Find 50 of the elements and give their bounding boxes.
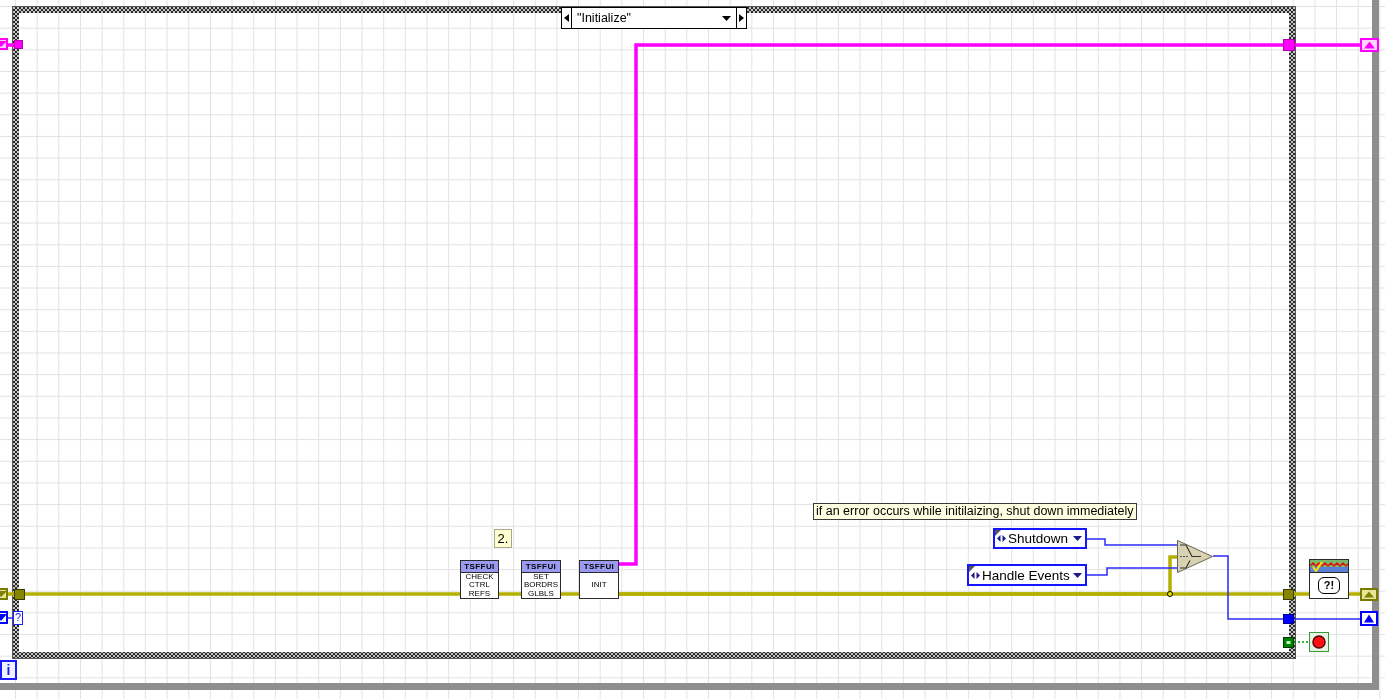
subvi-label: SET BORDRS GLBLS — [522, 573, 560, 598]
error-symbol: ?! — [1318, 577, 1340, 594]
select-function — [1177, 540, 1213, 573]
wire — [1295, 43, 1360, 47]
shift-register — [0, 588, 8, 600]
tunnel — [1283, 614, 1294, 624]
tunnel — [1283, 637, 1294, 648]
wire — [1293, 618, 1361, 620]
wire — [1212, 555, 1284, 620]
wire — [619, 43, 1283, 566]
wire — [8, 43, 14, 47]
subvi-block — [460, 560, 499, 599]
shift-register — [0, 611, 8, 624]
wire — [499, 592, 521, 596]
subvi-header: TSFFUI — [461, 561, 498, 573]
wire — [1086, 538, 1178, 546]
wire — [7, 617, 14, 619]
subvi-block — [521, 560, 561, 599]
case-selector-terminal: ? — [13, 611, 23, 625]
note-label: 2. — [494, 529, 512, 548]
shift-register — [1360, 611, 1378, 626]
shift-register — [1360, 588, 1378, 601]
wire — [25, 592, 460, 596]
subvi-block — [579, 560, 619, 599]
enum-constant — [993, 528, 1087, 549]
stop-button — [1309, 632, 1329, 652]
tunnel — [1283, 589, 1294, 600]
wire — [1086, 567, 1178, 576]
case-name: "Initialize" — [576, 11, 633, 25]
iteration-terminal: i — [0, 660, 17, 680]
wire — [561, 592, 579, 596]
enum-value: Shutdown — [1008, 531, 1070, 546]
subvi-header: TSFFUI — [522, 561, 560, 573]
subvi-header: TSFFUI — [580, 561, 618, 573]
wire — [1294, 592, 1309, 596]
enum-value: Handle Events — [982, 567, 1071, 583]
wire — [619, 555, 1177, 596]
shift-register — [0, 38, 8, 50]
subvi-label: CHECK CTRL REFS — [464, 573, 495, 598]
enum-constant — [967, 564, 1087, 586]
wire — [8, 592, 14, 596]
comment-label: if an error occurs while initilaizing, shut down immediately — [813, 503, 1137, 520]
tunnel — [14, 40, 23, 49]
wire — [1349, 592, 1360, 596]
tunnel — [1283, 39, 1295, 51]
shift-register — [1360, 38, 1379, 52]
error-handler-block — [1309, 559, 1349, 599]
subvi-label: INIT — [590, 579, 608, 592]
tunnel — [14, 589, 25, 600]
wire — [1293, 641, 1310, 643]
